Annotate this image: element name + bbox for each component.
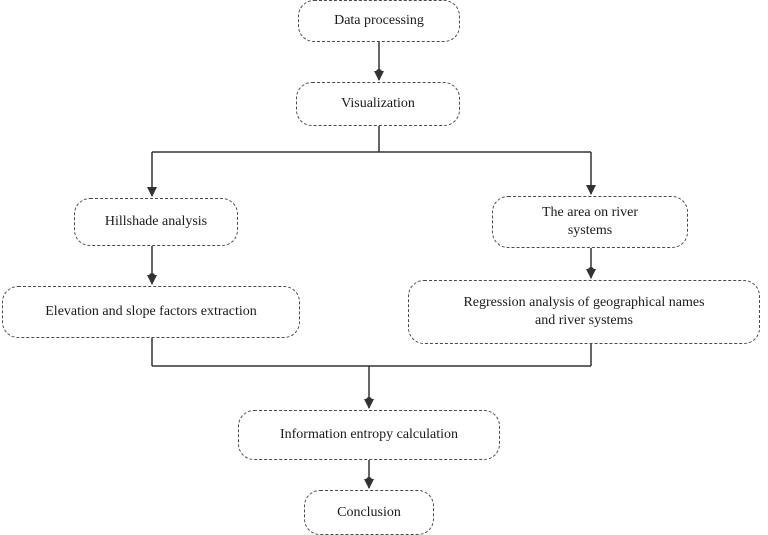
node-label: Conclusion bbox=[337, 504, 401, 520]
node-hillshade-analysis: Hillshade analysis bbox=[74, 198, 238, 246]
edge-dot bbox=[366, 477, 372, 483]
node-data-processing: Data processing bbox=[298, 0, 460, 42]
node-information-entropy: Information entropy calculation bbox=[238, 410, 500, 460]
node-label-line-1: The area on river bbox=[542, 205, 638, 220]
node-label: Visualization bbox=[341, 96, 415, 111]
edge-dot bbox=[366, 397, 372, 403]
edge-dot bbox=[588, 267, 594, 273]
node-label: Information entropy calculation bbox=[279, 427, 459, 442]
node-visualization: Visualization bbox=[296, 82, 460, 126]
node-label-line-2: and river systems bbox=[535, 313, 633, 328]
node-label: Data processing bbox=[334, 13, 424, 28]
node-label-line-1: Regression analysis of geographical name… bbox=[463, 295, 705, 310]
node-label: Hillshade analysis bbox=[104, 214, 208, 229]
edge-dot bbox=[376, 69, 382, 75]
node-river-area: The area on river systems bbox=[492, 196, 688, 248]
node-conclusion: Conclusion bbox=[304, 490, 434, 535]
node-label-line-2: systems bbox=[567, 223, 613, 238]
node-label: Elevation and slope factors extraction bbox=[45, 304, 257, 319]
node-elevation-slope-extraction: Elevation and slope factors extraction bbox=[2, 286, 300, 338]
edge-dot bbox=[149, 273, 155, 279]
node-regression-analysis: Regression analysis of geographical name… bbox=[408, 280, 760, 344]
